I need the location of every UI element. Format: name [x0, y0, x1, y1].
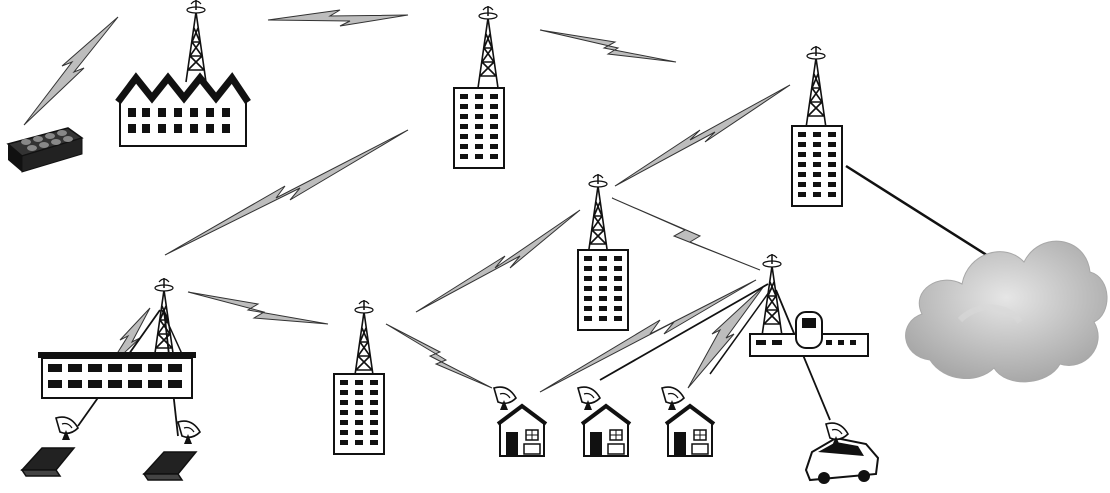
link-center-station: [612, 198, 760, 270]
laptop-dish-icon: [22, 417, 78, 476]
office-tower-icon: [792, 46, 842, 206]
laptop-dish-icon: [144, 421, 200, 480]
car-dish-icon: [806, 423, 878, 484]
link-topcenter-apartment: [165, 130, 408, 255]
cloud-icon: [906, 241, 1107, 382]
train-station-tower-icon: [750, 254, 868, 356]
direct-links: [78, 166, 1004, 436]
office-tower-icon: [578, 174, 628, 330]
link-topright-center: [615, 85, 790, 186]
link-router-factory: [24, 17, 118, 125]
link-factory-topcenter: [268, 10, 408, 26]
office-tower-icon: [334, 300, 384, 454]
office-tower-icon: [454, 6, 504, 168]
link-apartment-bottomcenter: [188, 292, 328, 324]
link-center-bottomcenter: [416, 210, 580, 312]
link-bottomcenter-house1: [386, 324, 492, 388]
link-wired-internet: [846, 166, 1004, 266]
network-router-icon: [8, 128, 82, 172]
house-dish-icon: [494, 387, 546, 456]
link-topcenter-topright: [540, 30, 676, 62]
wireless-links: [24, 10, 790, 392]
apartment-block-tower-icon: [38, 278, 196, 398]
house-dish-icon: [662, 387, 714, 456]
factory-tower-icon: [118, 0, 248, 146]
house-dish-icon: [578, 387, 630, 456]
